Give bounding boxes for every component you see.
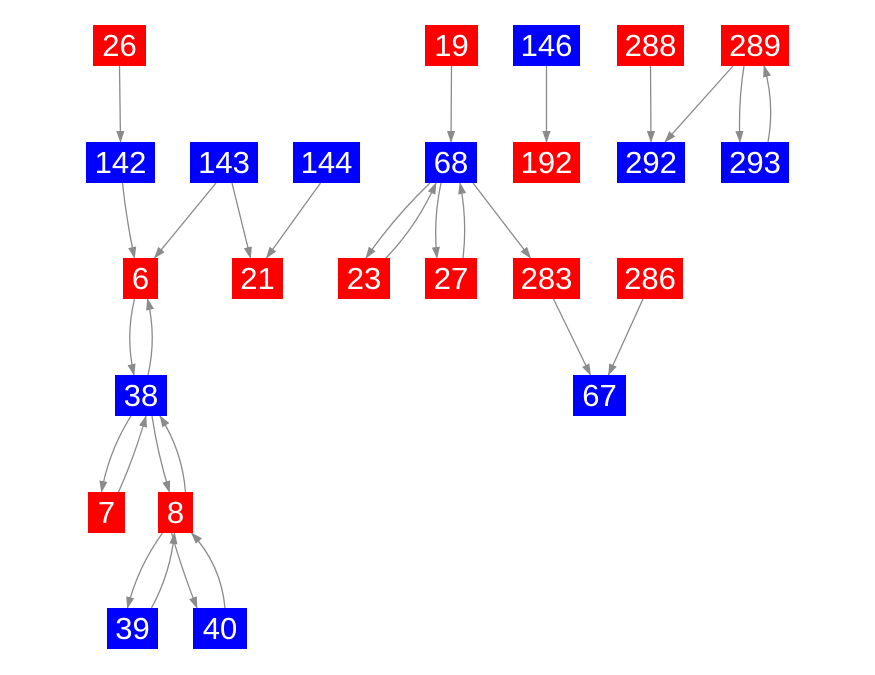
node-6: 6 bbox=[123, 258, 158, 299]
edge-27-68 bbox=[458, 182, 467, 259]
node-288: 288 bbox=[617, 25, 684, 66]
edge-6-38 bbox=[127, 298, 136, 376]
edge-8-40 bbox=[170, 532, 198, 609]
node-21: 21 bbox=[232, 258, 283, 299]
node-67: 67 bbox=[573, 375, 626, 416]
node-23: 23 bbox=[338, 258, 390, 299]
node-292: 292 bbox=[617, 142, 685, 183]
node-39: 39 bbox=[107, 608, 158, 649]
node-40: 40 bbox=[193, 608, 247, 649]
edge-143-21 bbox=[231, 182, 252, 259]
edge-68-23 bbox=[365, 182, 431, 259]
edge-68-27 bbox=[431, 182, 442, 259]
edge-38-6 bbox=[146, 298, 155, 376]
edge-144-21 bbox=[265, 182, 322, 259]
node-192: 192 bbox=[513, 142, 580, 183]
edge-293-289 bbox=[763, 65, 772, 143]
edge-68-283 bbox=[472, 182, 532, 259]
edge-143-6 bbox=[153, 182, 217, 259]
edge-19-68 bbox=[446, 65, 456, 143]
node-8: 8 bbox=[158, 492, 193, 533]
node-293: 293 bbox=[721, 142, 789, 183]
node-283: 283 bbox=[513, 258, 580, 299]
node-19: 19 bbox=[425, 25, 478, 66]
edge-7-38 bbox=[117, 415, 147, 493]
edge-23-68 bbox=[385, 182, 437, 259]
node-144: 144 bbox=[293, 142, 360, 183]
edge-289-293 bbox=[735, 65, 745, 143]
edge-8-39 bbox=[126, 532, 164, 609]
edge-26-142 bbox=[116, 65, 125, 143]
edge-38-7 bbox=[99, 415, 132, 493]
node-38: 38 bbox=[115, 375, 167, 416]
edge-283-67 bbox=[552, 298, 592, 376]
node-289: 289 bbox=[721, 25, 789, 66]
edge-288-292 bbox=[646, 65, 656, 143]
node-27: 27 bbox=[425, 258, 477, 299]
node-143: 143 bbox=[190, 142, 258, 183]
edge-142-6 bbox=[121, 182, 137, 259]
node-142: 142 bbox=[86, 142, 155, 183]
node-26: 26 bbox=[93, 25, 146, 66]
node-286: 286 bbox=[617, 258, 683, 299]
node-146: 146 bbox=[513, 25, 580, 66]
edge-8-38 bbox=[159, 415, 187, 493]
edge-289-292 bbox=[664, 65, 734, 143]
edge-40-8 bbox=[190, 532, 226, 609]
edge-38-8 bbox=[151, 415, 171, 493]
node-7: 7 bbox=[88, 492, 125, 533]
node-68: 68 bbox=[425, 142, 477, 183]
edge-286-67 bbox=[607, 298, 644, 376]
